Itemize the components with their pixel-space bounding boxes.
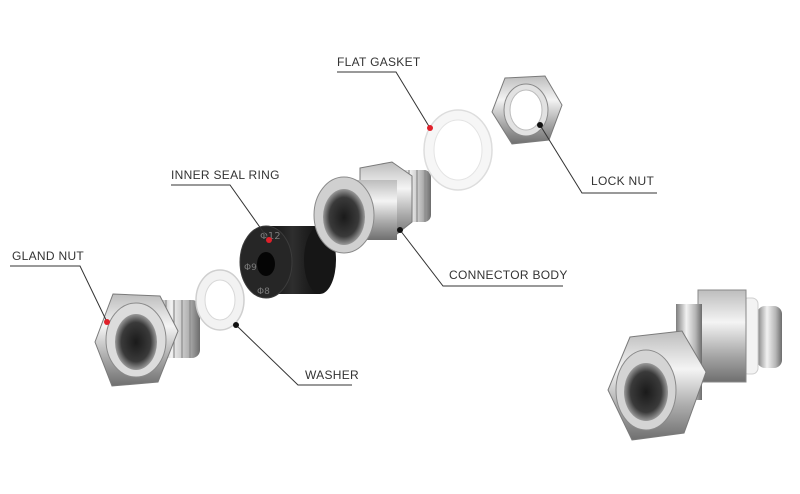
dot-inner-seal-ring [266, 237, 272, 243]
dot-lock-nut [537, 122, 543, 128]
dot-flat-gasket [427, 125, 433, 131]
leader-washer [235, 324, 352, 386]
label-lock-nut: LOCK NUT [591, 174, 655, 188]
leader-gland-nut [10, 265, 108, 323]
washer-part [195, 269, 245, 331]
label-washer: WASHER [305, 368, 360, 382]
flat-gasket-part [423, 109, 493, 191]
seal-marking-2: Φ9 [244, 263, 257, 273]
assembled-gland-part [607, 289, 782, 441]
seal-marking-3: Φ8 [257, 287, 270, 297]
leader-connector-body [399, 229, 563, 287]
dot-washer [233, 322, 239, 328]
gland-nut-part [94, 293, 200, 387]
label-inner-seal-ring: INNER SEAL RING [171, 168, 280, 182]
label-flat-gasket: FLAT GASKET [337, 55, 421, 69]
label-gland-nut: GLAND NUT [12, 249, 85, 263]
lock-nut-part [491, 75, 563, 145]
leader-lock-nut [539, 124, 657, 194]
connector-body-part [313, 161, 431, 254]
leader-flat-gasket [337, 71, 431, 129]
label-connector-body: CONNECTOR BODY [449, 268, 568, 282]
dot-connector-body [397, 227, 403, 233]
dot-gland-nut [104, 319, 110, 325]
inner-seal-ring-part: Φ12 Φ9 Φ8 [239, 225, 336, 299]
seal-marking-1: Φ12 [260, 231, 281, 242]
leader-inner-seal-ring [171, 184, 270, 241]
